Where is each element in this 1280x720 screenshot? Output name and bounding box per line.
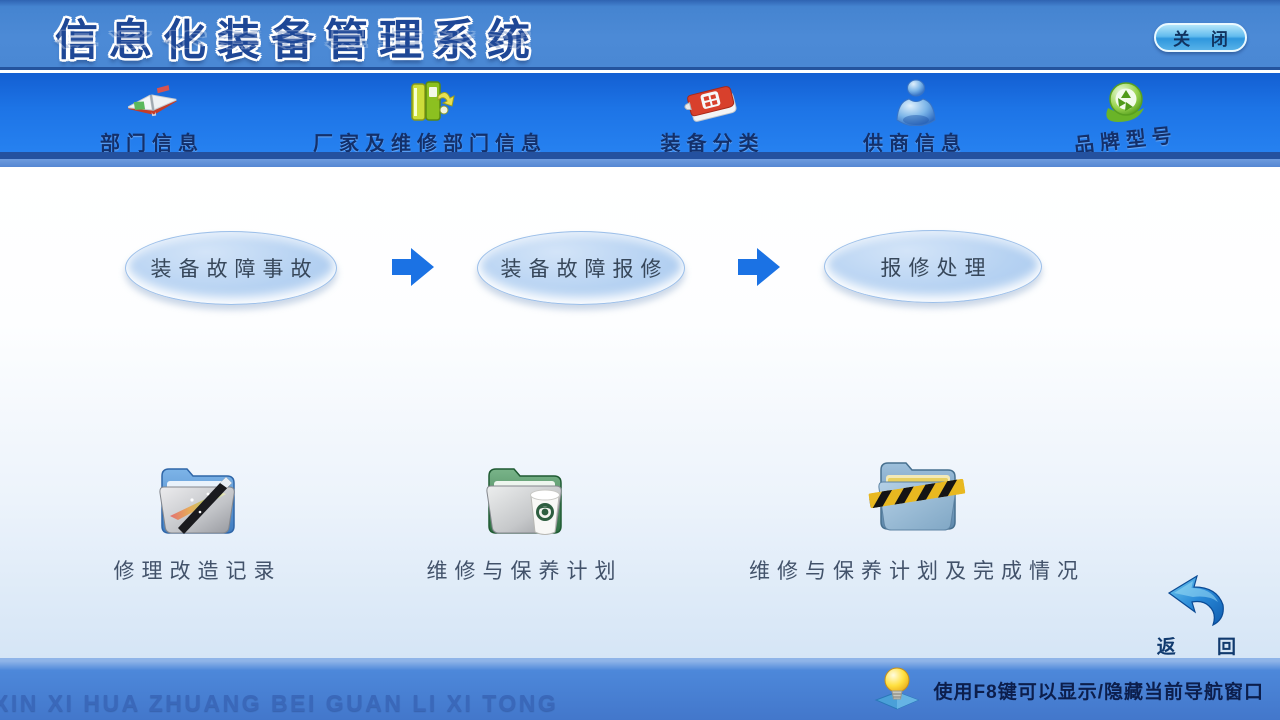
folder-label: 维修与保养计划及完成情况 [749, 560, 1085, 583]
flow-step-repair-processing[interactable]: 报修处理 [824, 230, 1042, 303]
close-button[interactable]: 关 闭 [1154, 23, 1247, 52]
header: 信息化装备管理系统 信息化装备管理系统 关 闭 [0, 0, 1280, 70]
return-button[interactable]: 返 回 [1139, 574, 1254, 659]
flow-step-label: 报修处理 [880, 256, 993, 280]
nav-item-label: 供商信息 [863, 133, 967, 155]
nav-item-label: 装备分类 [660, 133, 765, 155]
folder-item-repair-renovation-records[interactable]: 修理改造记录 [45, 454, 350, 585]
main-content: 装备故障事故 装备故障报修 报修处理 [0, 167, 1280, 658]
nav-item-brand-model[interactable]: 品牌型号 [1063, 78, 1188, 157]
red-book-icon [683, 78, 742, 126]
recycle-leaf-icon [1097, 78, 1155, 126]
app-title-reflection: 信息化装备管理系统 [55, 28, 541, 49]
folder-label: 维修与保养计划 [426, 560, 623, 583]
flow-arrow-icon [392, 248, 434, 286]
f8-hint: 使用F8键可以显示/隐藏当前导航窗口 [874, 666, 1264, 715]
nav-item-label: 部门信息 [100, 133, 204, 155]
flow-step-label: 装备故障事故 [150, 258, 319, 281]
nav-item-supplier-info[interactable]: 供商信息 [855, 78, 975, 156]
folder-label: 修理改造记录 [113, 560, 282, 583]
app-title: 信息化装备管理系统 [55, 17, 541, 65]
return-arrow-icon [1165, 574, 1227, 632]
flow-arrow-icon [738, 248, 780, 286]
nav-item-label: 厂家及维修部门信息 [313, 133, 547, 155]
nav-item-factory-repair-info[interactable]: 厂家及维修部门信息 [295, 78, 565, 156]
nav-divider-dark [0, 152, 1280, 159]
flow-step-equipment-fault-report[interactable]: 装备故障报修 [477, 231, 685, 305]
folder-cup-icon [475, 454, 575, 551]
return-label: 返 回 [1156, 637, 1254, 658]
flow-step-label: 装备故障报修 [500, 258, 669, 281]
folder-wand-icon [148, 454, 248, 551]
f8-hint-text: 使用F8键可以显示/隐藏当前导航窗口 [933, 682, 1264, 703]
nav-item-department-info[interactable]: 部门信息 [97, 78, 207, 156]
nav-bar: 部门信息 厂家及维修部门信息 [0, 73, 1280, 157]
folder-hazard-icon [865, 450, 969, 551]
bottom-bar: XIN XI HUA ZHUANG BEI GUAN LI XI TONG [0, 658, 1280, 720]
pinyin-watermark: XIN XI HUA ZHUANG BEI GUAN LI XI TONG [0, 690, 559, 716]
nav-divider-light [0, 159, 1280, 167]
nav-item-equipment-category[interactable]: 装备分类 [655, 78, 770, 156]
lightbulb-icon [874, 666, 920, 715]
binders-icon [401, 78, 459, 126]
folder-item-maintenance-plan[interactable]: 维修与保养计划 [372, 454, 677, 585]
flow-step-equipment-fault-accident[interactable]: 装备故障事故 [125, 231, 337, 305]
folder-item-maintenance-plan-completion[interactable]: 维修与保养计划及完成情况 [712, 450, 1122, 585]
person-icon [886, 78, 944, 126]
open-book-icon [123, 78, 181, 126]
